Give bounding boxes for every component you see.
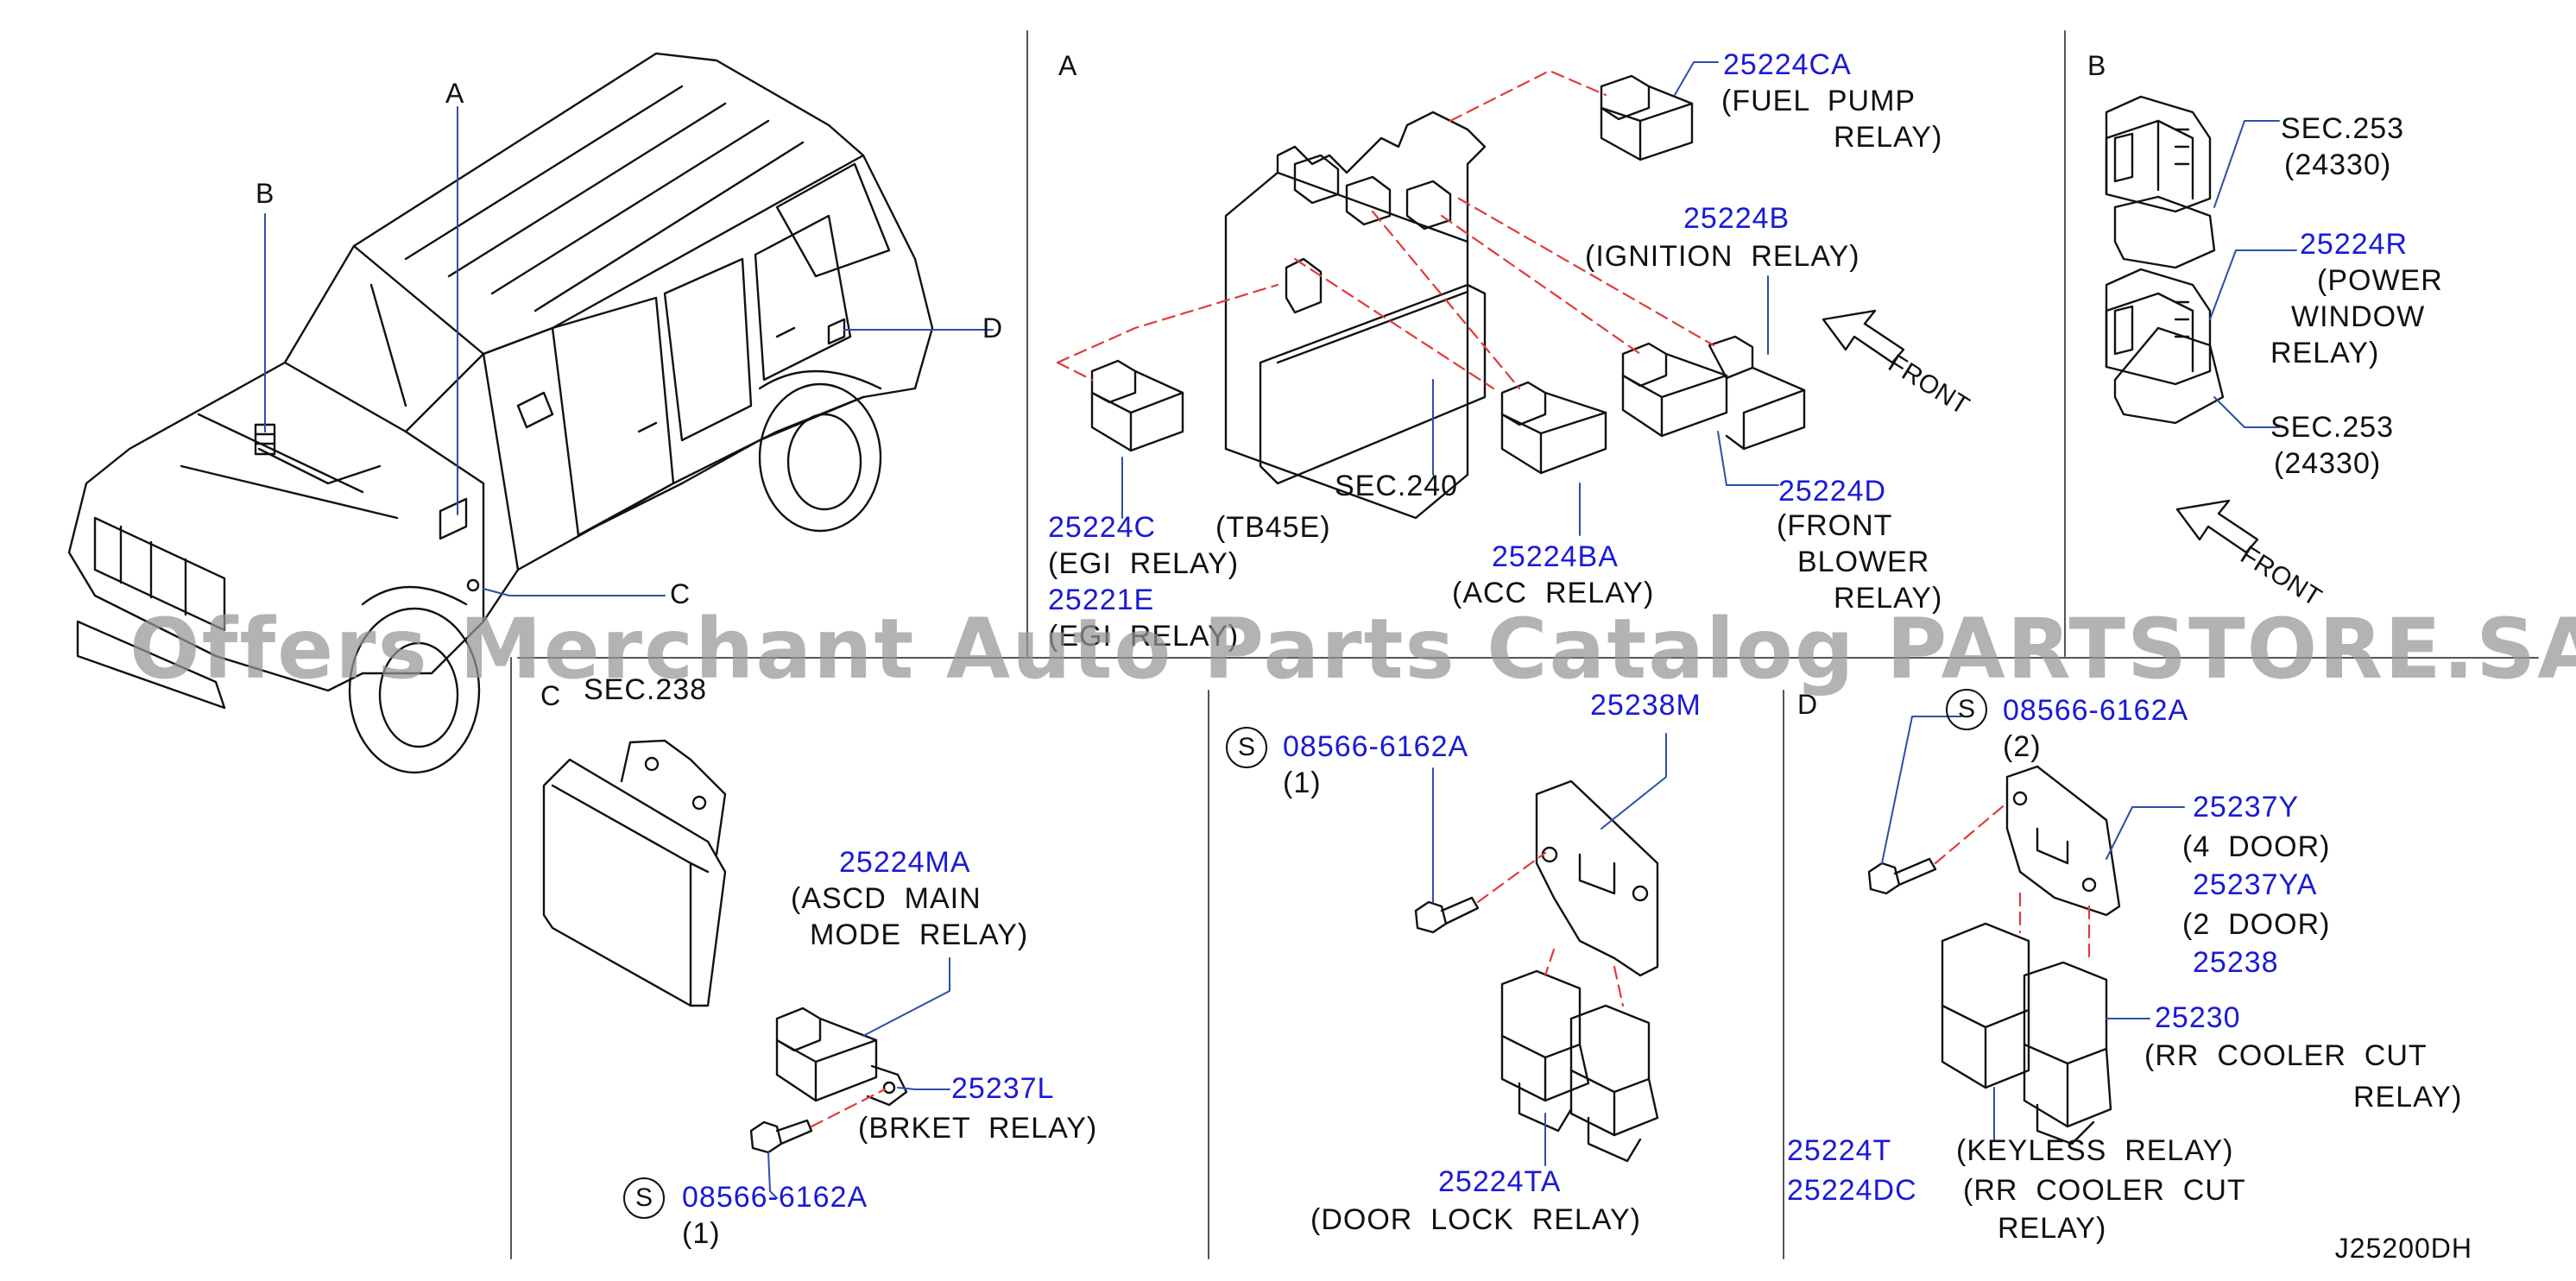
section-c-letter: C xyxy=(540,680,561,711)
watermark: Offers Merchant Auto Parts Catalog PARTS… xyxy=(129,601,2576,697)
part-25224D[interactable]: 25224D xyxy=(1778,475,1887,508)
desc-power-window-3: RELAY) xyxy=(2270,337,2380,369)
desc-power-window-1: (POWER xyxy=(2317,264,2443,297)
desc-power-window-2: WINDOW xyxy=(2291,300,2426,333)
relay-door-lock xyxy=(1500,969,1659,1163)
callout-c: C xyxy=(670,578,691,609)
standard-part-mark-d: S xyxy=(1946,689,1987,730)
part-08566-6162A-c[interactable]: 08566-6162A xyxy=(682,1181,868,1214)
section-b-letter: B xyxy=(2087,50,2106,81)
relay-egi xyxy=(1090,359,1184,452)
qty-mid: (1) xyxy=(1283,767,1322,799)
desc-rr-cooler-2: RELAY) xyxy=(2353,1081,2463,1114)
part-08566-6162A-mid[interactable]: 08566-6162A xyxy=(1283,730,1469,763)
part-25238M[interactable]: 25238M xyxy=(1590,689,1702,722)
qty-d: (2) xyxy=(2003,730,2042,763)
part-25224DC[interactable]: 25224DC xyxy=(1787,1174,1917,1207)
part-25237L[interactable]: 25237L xyxy=(951,1072,1055,1105)
relay-ignition xyxy=(1621,335,1806,451)
power-window-relays xyxy=(2105,95,2225,425)
standard-part-mark-mid: S xyxy=(1226,727,1267,768)
desc-door-lock: (DOOR LOCK RELAY) xyxy=(1310,1203,1641,1236)
desc-blower-3: RELAY) xyxy=(1834,582,1943,615)
part-25224B[interactable]: 25224B xyxy=(1683,202,1790,235)
relay-rr-cooler xyxy=(1941,922,2112,1145)
num-24330-top: (24330) xyxy=(2284,148,2392,181)
part-25221E[interactable]: 25221E xyxy=(1048,584,1155,616)
qty-c: (1) xyxy=(682,1217,721,1250)
section-a-letter: A xyxy=(1058,50,1077,81)
desc-ascd-1: (ASCD MAIN xyxy=(791,882,982,915)
ref-sec240[interactable]: SEC.240 xyxy=(1335,470,1459,502)
diagram-code: J25200DH xyxy=(2334,1233,2472,1264)
ref-sec253-bottom[interactable]: SEC.253 xyxy=(2270,411,2395,444)
desc-acc: (ACC RELAY) xyxy=(1452,577,1655,609)
callout-d: D xyxy=(982,312,1003,344)
ref-sec238[interactable]: SEC.238 xyxy=(584,673,708,706)
control-module xyxy=(542,739,727,1007)
part-25237YA[interactable]: 25237YA xyxy=(2193,868,2318,901)
part-25238[interactable]: 25238 xyxy=(2193,946,2279,979)
desc-keyless: (KEYLESS RELAY) xyxy=(1956,1134,2234,1167)
desc-keyless-rr-2: RELAY) xyxy=(1998,1212,2107,1245)
screw-c xyxy=(749,1119,813,1154)
standard-part-mark-c: S xyxy=(623,1177,665,1219)
desc-blower-2: BLOWER xyxy=(1797,546,1930,578)
section-d-letter: D xyxy=(1797,689,1818,720)
relay-acc xyxy=(1500,381,1607,475)
part-25224TA[interactable]: 25224TA xyxy=(1438,1165,1562,1198)
part-25224R[interactable]: 25224R xyxy=(2300,228,2409,261)
desc-tb45e: (TB45E) xyxy=(1215,511,1331,544)
relay-ascd xyxy=(775,1006,908,1107)
desc-egi-alt: (EGI RELAY) xyxy=(1048,620,1240,653)
desc-blower-1: (FRONT xyxy=(1777,509,1893,542)
part-25224C[interactable]: 25224C xyxy=(1048,511,1157,544)
fuse-block xyxy=(1224,110,1487,520)
desc-fuel-pump-2: RELAY) xyxy=(1834,121,1943,154)
screw-mid xyxy=(1414,896,1480,934)
door-lock-bracket xyxy=(1535,779,1659,977)
desc-rr-cooler-1: (RR COOLER CUT xyxy=(2144,1039,2428,1072)
part-25224BA[interactable]: 25224BA xyxy=(1492,540,1619,573)
relay-fuel-pump xyxy=(1600,74,1694,161)
desc-2-door: (2 DOOR) xyxy=(2182,908,2331,941)
part-25237Y[interactable]: 25237Y xyxy=(2193,791,2300,824)
desc-ascd-2: MODE RELAY) xyxy=(810,918,1029,951)
part-08566-6162A-d[interactable]: 08566-6162A xyxy=(2003,694,2189,727)
desc-4-door: (4 DOOR) xyxy=(2182,830,2331,863)
desc-keyless-rr-1: (RR COOLER CUT xyxy=(1963,1174,2246,1207)
part-25230[interactable]: 25230 xyxy=(2155,1001,2241,1034)
part-25224T[interactable]: 25224T xyxy=(1787,1134,1892,1167)
front-arrow-a xyxy=(1822,309,1905,364)
part-25224MA[interactable]: 25224MA xyxy=(839,846,971,879)
desc-brket: (BRKET RELAY) xyxy=(858,1112,1098,1145)
desc-fuel-pump-1: (FUEL PUMP xyxy=(1721,85,1916,117)
desc-egi: (EGI RELAY) xyxy=(1048,547,1240,580)
num-24330-bottom: (24330) xyxy=(2274,447,2382,480)
callout-b: B xyxy=(256,178,275,209)
front-arrow-b xyxy=(2175,499,2259,554)
keyless-bracket xyxy=(2005,765,2121,917)
ref-sec253-top[interactable]: SEC.253 xyxy=(2281,112,2405,145)
part-25224CA[interactable]: 25224CA xyxy=(1723,48,1852,81)
callout-a: A xyxy=(445,78,464,109)
desc-ignition: (IGNITION RELAY) xyxy=(1585,240,1860,273)
screw-d xyxy=(1867,857,1937,895)
